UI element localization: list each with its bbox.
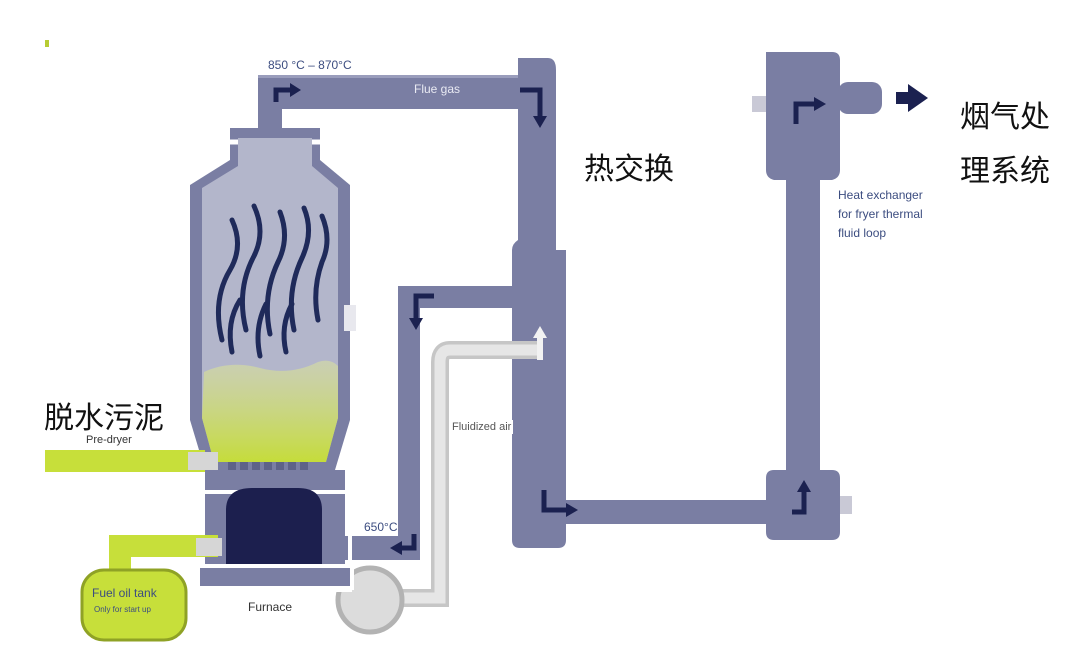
incinerator-vessel [179,128,361,481]
arrow-furnace-left [402,534,417,551]
furnace [196,470,354,592]
arrow-down-right-head [533,116,547,128]
hx-fryer-label-3: fluid loop [838,226,887,240]
hx-fryer-label-1: Heat exchanger [838,188,923,202]
fluegas-treatment-label-2: 理系统 [956,146,1054,190]
fluidized-air-label: Fluidized air [450,420,514,434]
arrow-right-col-up-head [797,480,811,492]
arrow-return-left-down-head [409,318,423,330]
flue-gas-label: Flue gas [414,82,461,96]
arrow-bottom-right-head [566,503,578,517]
heat-exchanger-column [512,58,566,548]
arrow-exit-head [908,84,928,112]
sludge-feed-pipe [45,450,205,472]
hx-fryer-label-2: for fryer thermal [838,207,923,221]
arrow-flue-up-right-head [290,83,301,97]
fluidized-air-pipe [335,341,540,635]
fuel-tank-note: Only for start up [94,605,151,614]
furnace-label: Furnace [248,600,293,614]
arrow-top-right-col [793,101,814,124]
flue-gas-duct [258,75,548,145]
arrow-flue-up-right [273,87,290,102]
arrow-furnace-left-head [390,541,402,555]
temp-label-top: 850 °C – 870°C [268,58,352,72]
fuel-tank-label: Fuel oil tank [92,586,157,600]
temp-label-650: 650°C [364,520,398,534]
bottom-connection-duct [556,500,786,524]
corner-mark [45,40,49,47]
heat-exchange-label: 热交换 [580,142,678,190]
sludge-feed-nozzle [188,452,218,470]
predryer-label: Pre-dryer [86,434,132,446]
flames [215,203,330,359]
arrow-top-right-col-head [814,97,826,111]
fluegas-treatment-label-1: 烟气处 [956,92,1054,136]
arrow-bottom-right [541,490,566,513]
flow-arrows [273,83,928,555]
dewatered-sludge-label: 脱水污泥 [40,393,168,437]
arrow-exit-shaft [896,92,910,104]
arrow-down-right [520,87,543,116]
arrow-return-left-down [413,293,434,318]
fuel-oil-tank [80,568,188,642]
fryer-heat-exchanger-column [752,52,882,540]
arrow-right-col-up [792,492,807,515]
air-arrow [533,326,547,360]
